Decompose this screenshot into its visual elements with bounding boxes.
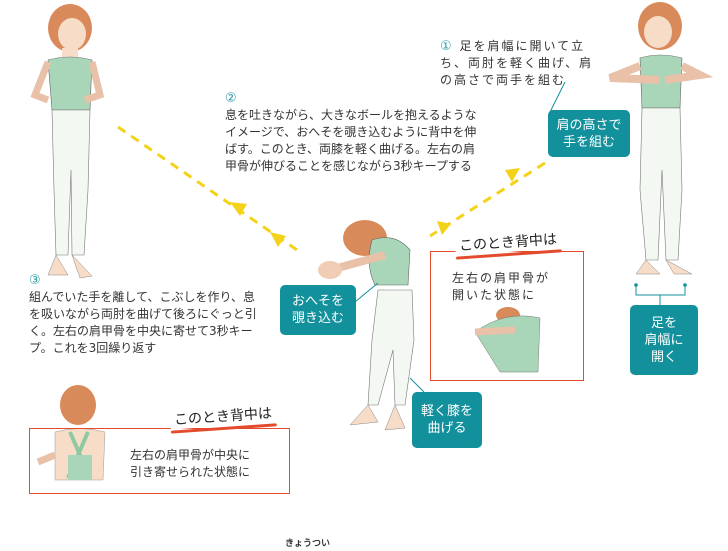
step1-number: ① [440,39,454,54]
tag-look-at-navel: おへそを 覗き込む [280,285,356,335]
arrow-head-icon [437,221,451,235]
callout-open-text: 左右の肩甲骨が 開いた状態に [452,271,551,302]
arrow-head-icon [270,232,286,247]
back-open-illustration [474,307,541,373]
arrow-head-icon [505,168,520,182]
footer-caption: きょうつい [285,539,331,549]
back-close-illustration [36,385,106,481]
step2-instruction: ② 息を吐きながら、大きなボールを抱えるようなイメージで、おへそを覗き込むように… [225,90,485,175]
callout-close-text: 左右の肩甲骨が中央に 引き寄せられた状態に [130,448,251,479]
arrow-head-icon [230,202,247,216]
tag-bend-knees: 軽く膝を 曲げる [412,392,482,448]
figure-step2 [318,220,425,431]
step3-number: ③ [29,273,41,288]
callout-close-box [29,428,290,494]
figure-step3 [30,4,105,279]
step1-instruction: ① 足を肩幅に開いて立ち、両肘を軽く曲げ、肩の高さで両手を組む [440,38,600,89]
tag-hands-at-shoulder: 肩の高さで 手を組む [548,110,630,157]
step3-instruction: ③ 組んでいた手を離して、こぶしを作り、息を吸いながら両肘を曲げて後ろにぐっと引… [29,272,264,357]
step2-number: ② [225,91,237,106]
step3-text: 組んでいた手を離して、こぶしを作り、息を吸いながら両肘を曲げて後ろにぐっと引く。… [29,290,257,355]
tag-feet-shoulder-width: 足を 肩幅に 開く [630,305,698,375]
step1-text: 足を肩幅に開いて立ち、両肘を軽く曲げ、肩の高さで両手を組む [440,39,594,87]
figure-step1 [549,2,714,305]
step2-text: 息を吐きながら、大きなボールを抱えるようなイメージで、おへそを覗き込むように背中… [225,108,477,173]
